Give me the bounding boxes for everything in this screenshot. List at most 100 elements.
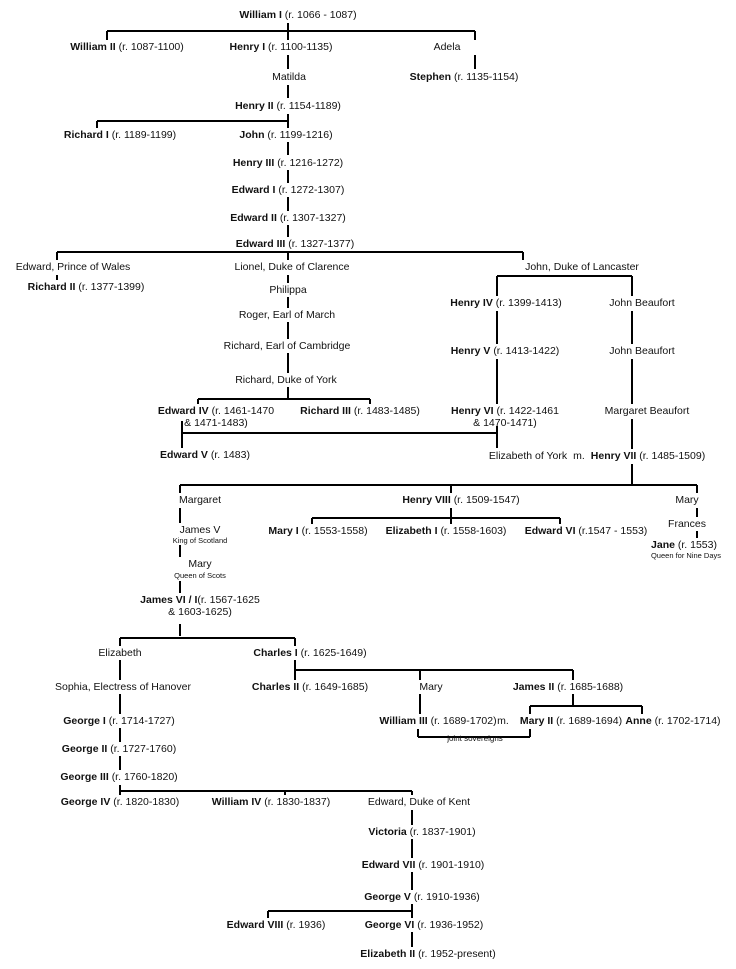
reign-dates: (r. 1625-1649): [297, 647, 367, 659]
person-name: Edward I: [231, 184, 276, 196]
person-name: Henry V: [450, 345, 491, 357]
reign-dates: (r. 1936): [283, 919, 326, 931]
person-name: Sophia, Electress of Hanover: [55, 681, 191, 693]
reign-dates: (r. 1422-1461: [493, 405, 559, 417]
reign-dates: (r.1547 - 1553): [575, 525, 648, 537]
person-name: Mary: [675, 494, 699, 506]
title-note: King of Scotland: [172, 536, 228, 545]
person-name: Mary II: [519, 715, 554, 727]
person-name: George IV: [60, 796, 111, 808]
person-name: Edward III: [235, 238, 286, 250]
person-name: Mary: [419, 681, 443, 693]
person-name: Mary I: [268, 525, 299, 537]
reign-dates-continued: & 1471-1483): [184, 417, 248, 429]
person-henry-ii: Henry II (r. 1154-1189): [235, 100, 341, 112]
person-charles-ii: Charles II (r. 1649-1685): [252, 681, 368, 693]
person-name: Charles I: [253, 647, 298, 659]
person-elizabeth-ii: Elizabeth II (r. 1952-present): [360, 948, 495, 960]
reign-dates: (r. 1485-1509): [636, 450, 706, 462]
person-name: John Beaufort: [609, 345, 675, 357]
reign-dates: (r. 1760-1820): [108, 771, 178, 783]
reign-dates: (r. 1216-1272): [274, 157, 344, 169]
person-name: George VI: [364, 919, 415, 931]
reign-dates: (r. 1567-1625: [197, 594, 260, 606]
reign-dates: (r. 1901-1910): [415, 859, 485, 871]
person-name: Henry VI: [451, 405, 494, 417]
reign-dates: (r. 1307-1327): [276, 212, 346, 224]
person-george-iv: George IV (r. 1820-1830): [61, 796, 180, 808]
person-name: James II: [512, 681, 555, 693]
reign-dates: (r. 1154-1189): [273, 100, 341, 112]
person-name: James V: [179, 524, 221, 536]
person-william-ii: William II (r. 1087-1100): [70, 41, 184, 53]
person-name: William II: [70, 41, 116, 53]
person-james-vi: James VI / I(r. 1567-1625& 1603-1625): [140, 594, 260, 618]
person-elizabeth-stuart: Elizabeth: [98, 647, 141, 659]
person-name: Edward VI: [524, 525, 576, 537]
title-note: Queen of Scots: [174, 571, 226, 580]
person-edward-v: Edward V (r. 1483): [160, 449, 250, 461]
reign-dates: (r. 1820-1830): [110, 796, 180, 808]
person-marriage-2: m.: [497, 715, 509, 727]
person-name: Henry IV: [450, 297, 493, 309]
person-william-iii: William III (r. 1689-1702): [379, 715, 496, 727]
person-name: Elizabeth of York: [488, 450, 568, 462]
reign-dates: (r. 1399-1413): [492, 297, 562, 309]
reign-dates: (r. 1689-1694): [553, 715, 623, 727]
person-mary-ii: Mary II (r. 1689-1694): [520, 715, 622, 727]
reign-dates: (r. 1685-1688): [554, 681, 624, 693]
person-name: John Beaufort: [609, 297, 675, 309]
person-henry-i: Henry I (r. 1100-1135): [230, 41, 333, 53]
person-george-v: George V (r. 1910-1936): [364, 891, 480, 903]
person-adela: Adela: [434, 41, 461, 53]
reign-dates: (r. 1461-1470: [208, 405, 275, 417]
person-name: William IV: [211, 796, 262, 808]
person-edward-vii: Edward VII (r. 1901-1910): [362, 859, 485, 871]
person-mary-scots: Mary: [188, 558, 211, 570]
person-name: Charles II: [251, 681, 300, 693]
person-name: Edward, Duke of Kent: [367, 796, 471, 808]
person-edward-i: Edward I (r. 1272-1307): [232, 184, 345, 196]
person-richard-cambridge: Richard, Earl of Cambridge: [224, 340, 351, 352]
person-henry-vi: Henry VI (r. 1422-1461& 1470-1471): [451, 405, 559, 429]
person-name: Frances: [668, 518, 706, 530]
person-name: m.: [573, 450, 585, 462]
person-name: Edward, Prince of Wales: [15, 261, 131, 273]
reign-dates: (r. 1327-1377): [285, 238, 355, 250]
person-name: William I: [239, 9, 282, 21]
person-marriage-1: m.: [573, 450, 585, 462]
person-richard-i: Richard I (r. 1189-1199): [64, 129, 176, 141]
person-john: John (r. 1199-1216): [239, 129, 332, 141]
person-margaret-beaufort: Margaret Beaufort: [605, 405, 690, 417]
person-name: Henry VII: [590, 450, 637, 462]
person-philippa: Philippa: [269, 284, 306, 296]
person-henry-vii: Henry VII (r. 1485-1509): [591, 450, 705, 462]
reign-dates: (r. 1483): [207, 449, 250, 461]
person-name: Richard, Duke of York: [235, 374, 337, 386]
person-name: Richard III: [300, 405, 351, 417]
person-william-iv: William IV (r. 1830-1837): [212, 796, 330, 808]
person-jane: Jane (r. 1553): [651, 539, 717, 551]
person-george-ii: George II (r. 1727-1760): [62, 743, 176, 755]
person-name: Roger, Earl of March: [238, 309, 336, 321]
person-victoria: Victoria (r. 1837-1901): [368, 826, 475, 838]
person-john-lancaster: John, Duke of Lancaster: [525, 261, 639, 273]
person-richard-iii: Richard III (r. 1483-1485): [300, 405, 420, 417]
person-george-vi: George VI (r. 1936-1952): [365, 919, 484, 931]
person-name: William III: [379, 715, 428, 727]
person-name: Richard, Earl of Cambridge: [223, 340, 351, 352]
reign-dates: (r. 1087-1100): [115, 41, 184, 53]
person-name: Edward IV: [157, 405, 209, 417]
person-edward-kent: Edward, Duke of Kent: [368, 796, 470, 808]
person-richard-york: Richard, Duke of York: [235, 374, 337, 386]
person-sophia: Sophia, Electress of Hanover: [55, 681, 191, 693]
person-frances: Frances: [668, 518, 706, 530]
person-john-beaufort-2: John Beaufort: [609, 345, 674, 357]
person-edward-prince: Edward, Prince of Wales: [16, 261, 131, 273]
person-name: Henry I: [229, 41, 266, 53]
reign-dates: (r. 1830-1837): [261, 796, 331, 808]
reign-dates: (r. 1952-present): [415, 948, 496, 960]
person-name: George V: [364, 891, 411, 903]
person-edward-ii: Edward II (r. 1307-1327): [230, 212, 346, 224]
